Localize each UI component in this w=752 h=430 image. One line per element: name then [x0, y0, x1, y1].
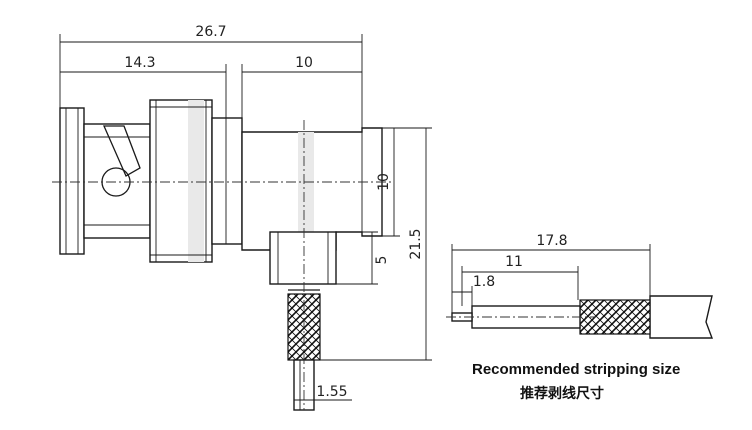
- dimension-lines: [59, 34, 432, 410]
- strip-conductor-length: 1.8: [473, 274, 495, 290]
- dim-cable-exit: 5: [374, 256, 390, 265]
- dim-plug-length: 14.3: [124, 55, 155, 71]
- strip-total-length: 17.8: [536, 233, 567, 249]
- dim-total-height: 21.5: [408, 228, 424, 259]
- dim-cable-od: 1.55: [316, 384, 347, 400]
- bnc-connector: [52, 99, 392, 411]
- dim-body-height: 10: [376, 173, 392, 191]
- caption-chinese: 推荐剥线尺寸: [520, 385, 604, 402]
- caption-english: Recommended stripping size: [472, 361, 680, 378]
- dim-body-width: 10: [295, 55, 313, 71]
- stripping-diagram: [446, 244, 714, 339]
- strip-braid-length: 11: [505, 254, 523, 270]
- dim-overall-length: 26.7: [195, 24, 226, 40]
